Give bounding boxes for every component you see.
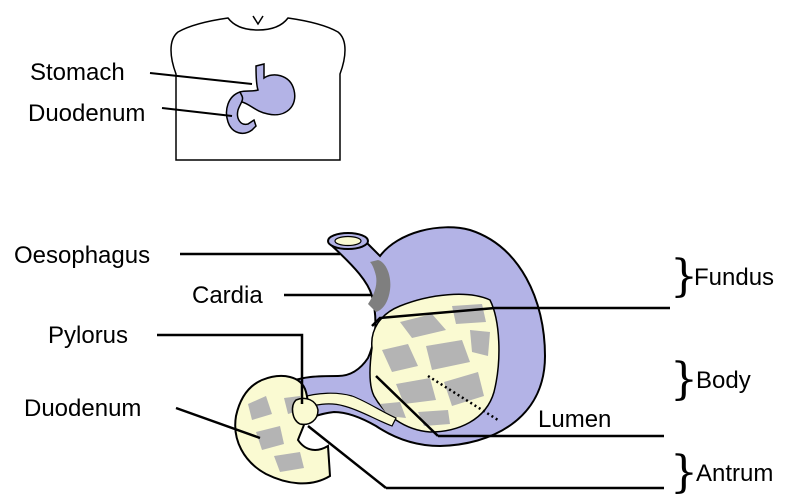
label-lumen: Lumen <box>538 406 611 433</box>
label-antrum: Antrum <box>696 460 773 487</box>
stomach-illustration <box>235 227 545 483</box>
label-torso-duodenum: Duodenum <box>28 100 145 127</box>
brace-antrum: } <box>670 447 698 495</box>
label-cardia: Cardia <box>192 282 263 309</box>
brace-body: } <box>670 354 698 405</box>
brace-fundus: } <box>670 251 698 302</box>
torso-neck-notch <box>253 16 263 24</box>
label-pylorus: Pylorus <box>48 322 128 349</box>
label-oesophagus: Oesophagus <box>14 242 150 269</box>
oesophagus-lumen <box>335 237 361 246</box>
label-fundus: Fundus <box>694 264 774 291</box>
label-body: Body <box>696 367 751 394</box>
label-torso-stomach: Stomach <box>30 59 125 86</box>
torso-overview: Stomach Duodenum <box>28 16 345 160</box>
pylorus-sphincter <box>293 398 318 424</box>
label-duodenum: Duodenum <box>24 395 141 422</box>
